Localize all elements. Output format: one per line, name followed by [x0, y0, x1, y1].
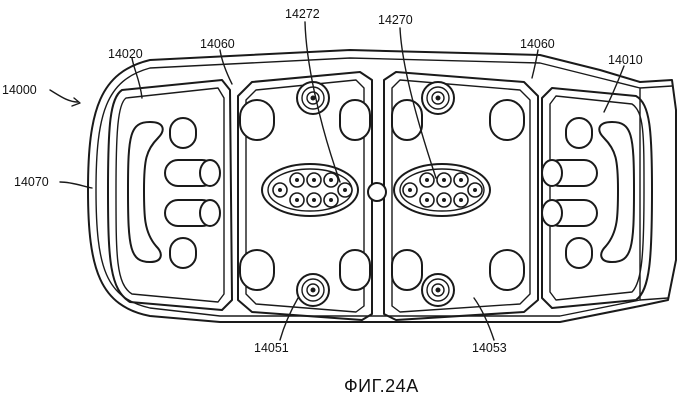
left-kidney-shape — [128, 122, 163, 262]
end-cap — [640, 86, 672, 300]
label-outer-edge: 14070 — [14, 175, 49, 189]
left-chamber-inner — [116, 88, 224, 302]
label-left-chamber: 14020 — [108, 47, 143, 61]
left-cylinders — [165, 118, 220, 268]
label-left-band: 14060 — [200, 37, 235, 51]
label-right-band: 14060 — [520, 37, 555, 51]
right-kidney-shape — [599, 122, 634, 262]
label-bottom-right: 14053 — [472, 341, 507, 355]
right-ellipse-array — [394, 164, 490, 216]
right-chamber-inner — [550, 96, 644, 300]
left-chamber-outline — [108, 80, 232, 310]
label-right-chamber: 14010 — [608, 53, 643, 67]
label-left-center: 14272 — [285, 7, 320, 21]
figure-caption: ФИГ.24A — [344, 376, 419, 396]
label-right-center: 14270 — [378, 13, 413, 27]
left-ellipse-array — [262, 164, 358, 216]
label-bottom-left: 14051 — [254, 341, 289, 355]
right-chamber-outline — [542, 88, 652, 308]
label-device: 14000 — [2, 83, 37, 97]
center-node — [368, 183, 386, 201]
